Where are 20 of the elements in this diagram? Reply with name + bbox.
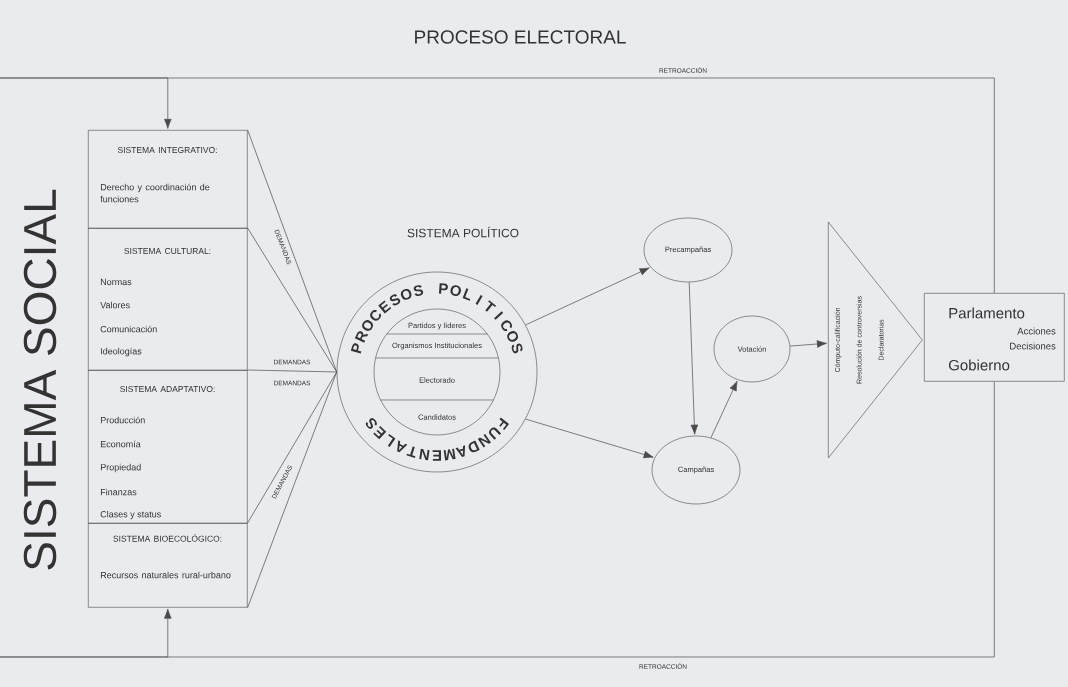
arrow <box>525 418 654 459</box>
connector-line <box>247 227 338 373</box>
connector-line <box>247 371 338 524</box>
system-box: SISTEMA CULTURAL: Normas Valores Comunicación Ideologías <box>88 228 248 371</box>
system-box: SISTEMA ADAPTATIVO: Producción Economía Propiedad Finanzas Clases y status <box>88 370 248 524</box>
connector-line <box>247 369 338 373</box>
arrow <box>0 77 995 294</box>
system-box: SISTEMA BIOECOLÓGICO: Recursos naturales rural-urbano <box>88 523 248 608</box>
heading: SISTEMA POLÍTICO <box>407 226 519 238</box>
vertical-heading: SISTEMA SOCIAL <box>22 187 58 573</box>
connector-line <box>247 371 338 608</box>
title: PROCESO ELECTORAL <box>415 30 626 44</box>
system-box: SISTEMA INTEGRATIVO: Derecho y coordinación de funciones <box>88 130 248 229</box>
institution-box: Parlamento Acciones Decisiones Gobierno <box>924 293 1065 382</box>
ring-circle <box>336 271 538 473</box>
arrow <box>688 281 699 435</box>
arrow <box>0 381 995 658</box>
arrow <box>710 380 738 439</box>
arrow <box>789 340 827 348</box>
arrow <box>525 267 650 326</box>
